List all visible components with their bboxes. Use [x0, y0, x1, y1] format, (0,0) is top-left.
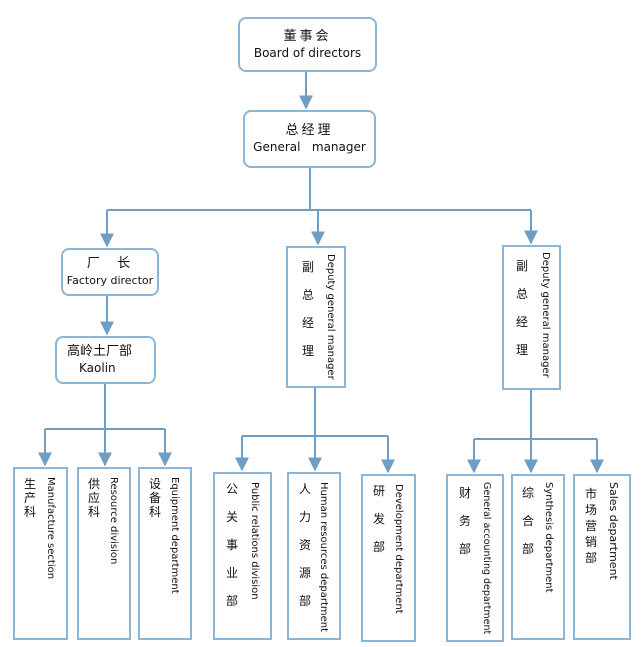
dept-equipment-department: 设 备 科 Equipment department: [138, 467, 192, 640]
dept-zh: 生 产 科: [23, 477, 36, 519]
dept-human-resources-department: 人 力 资 源 部 Human resources department: [287, 472, 341, 640]
factory-director-zh: 厂 长: [86, 256, 134, 271]
dept-zh: 供 应 科: [87, 477, 100, 519]
gm-en: General manager: [253, 140, 366, 154]
dept-zh: 研 发 部: [372, 484, 385, 554]
gm-zh: 总经理: [285, 123, 334, 138]
dept-zh: 综 合 部: [521, 486, 534, 556]
dept-synthesis-department: 综 合 部 Synthesis department: [511, 474, 565, 640]
deputy-right-zh: 副 总 经 理: [515, 259, 528, 357]
board-of-directors-box: 董事会 Board of directors: [238, 17, 377, 72]
dept-en: Synthesis department: [543, 482, 554, 593]
dept-en: General accounting department: [481, 482, 492, 635]
dept-en: Sales department: [607, 482, 620, 580]
dept-zh: 人 力 资 源 部: [298, 482, 311, 608]
kaolin-zh: 高岭土厂部: [67, 344, 133, 359]
dept-zh: 财 务 部: [458, 486, 471, 556]
board-en: Board of directors: [253, 45, 362, 60]
dept-zh: 市 场 营 销 部: [584, 487, 597, 565]
factory-director-box: 厂 长 Factory director: [61, 248, 159, 296]
factory-director-en: Factory director: [66, 274, 154, 287]
dept-en: Manufacture section: [45, 477, 56, 580]
general-manager-box: 总经理 General manager: [243, 110, 376, 168]
dept-en: Development department: [393, 484, 404, 614]
dept-general-accounting-department: 财 务 部 General accounting department: [446, 474, 504, 642]
dept-manufacture-section: 生 产 科 Manufacture section: [13, 467, 68, 640]
dept-development-department: 研 发 部 Development department: [361, 474, 416, 642]
dept-sales-department: 市 场 营 销 部 Sales department: [573, 474, 631, 640]
dept-en: Public relations division: [249, 482, 260, 600]
dept-zh: 公 关 事 业 部: [225, 482, 238, 608]
deputy-mid-en: Deputy general manager: [325, 254, 336, 380]
board-zh: 董事会: [283, 28, 332, 44]
dept-en: Equipment department: [169, 477, 180, 594]
kaolin-box: 高岭土厂部 Kaolin: [55, 336, 156, 384]
deputy-right-en: Deputy general manager: [540, 252, 551, 378]
dept-public-relations-division: 公 关 事 业 部 Public relations division: [213, 472, 272, 640]
dept-zh: 设 备 科: [148, 477, 161, 519]
dept-resource-division: 供 应 科 Resource division: [77, 467, 131, 640]
deputy-gm-middle-box: 副 总 经 理 Deputy general manager: [286, 246, 346, 388]
dept-en: Human resources department: [318, 482, 329, 633]
dept-en: Resource division: [108, 477, 119, 565]
deputy-gm-right-box: 副 总 经 理 Deputy general manager: [502, 245, 561, 390]
kaolin-en: Kaolin: [79, 361, 116, 375]
deputy-mid-zh: 副 总 经 理: [301, 260, 314, 358]
